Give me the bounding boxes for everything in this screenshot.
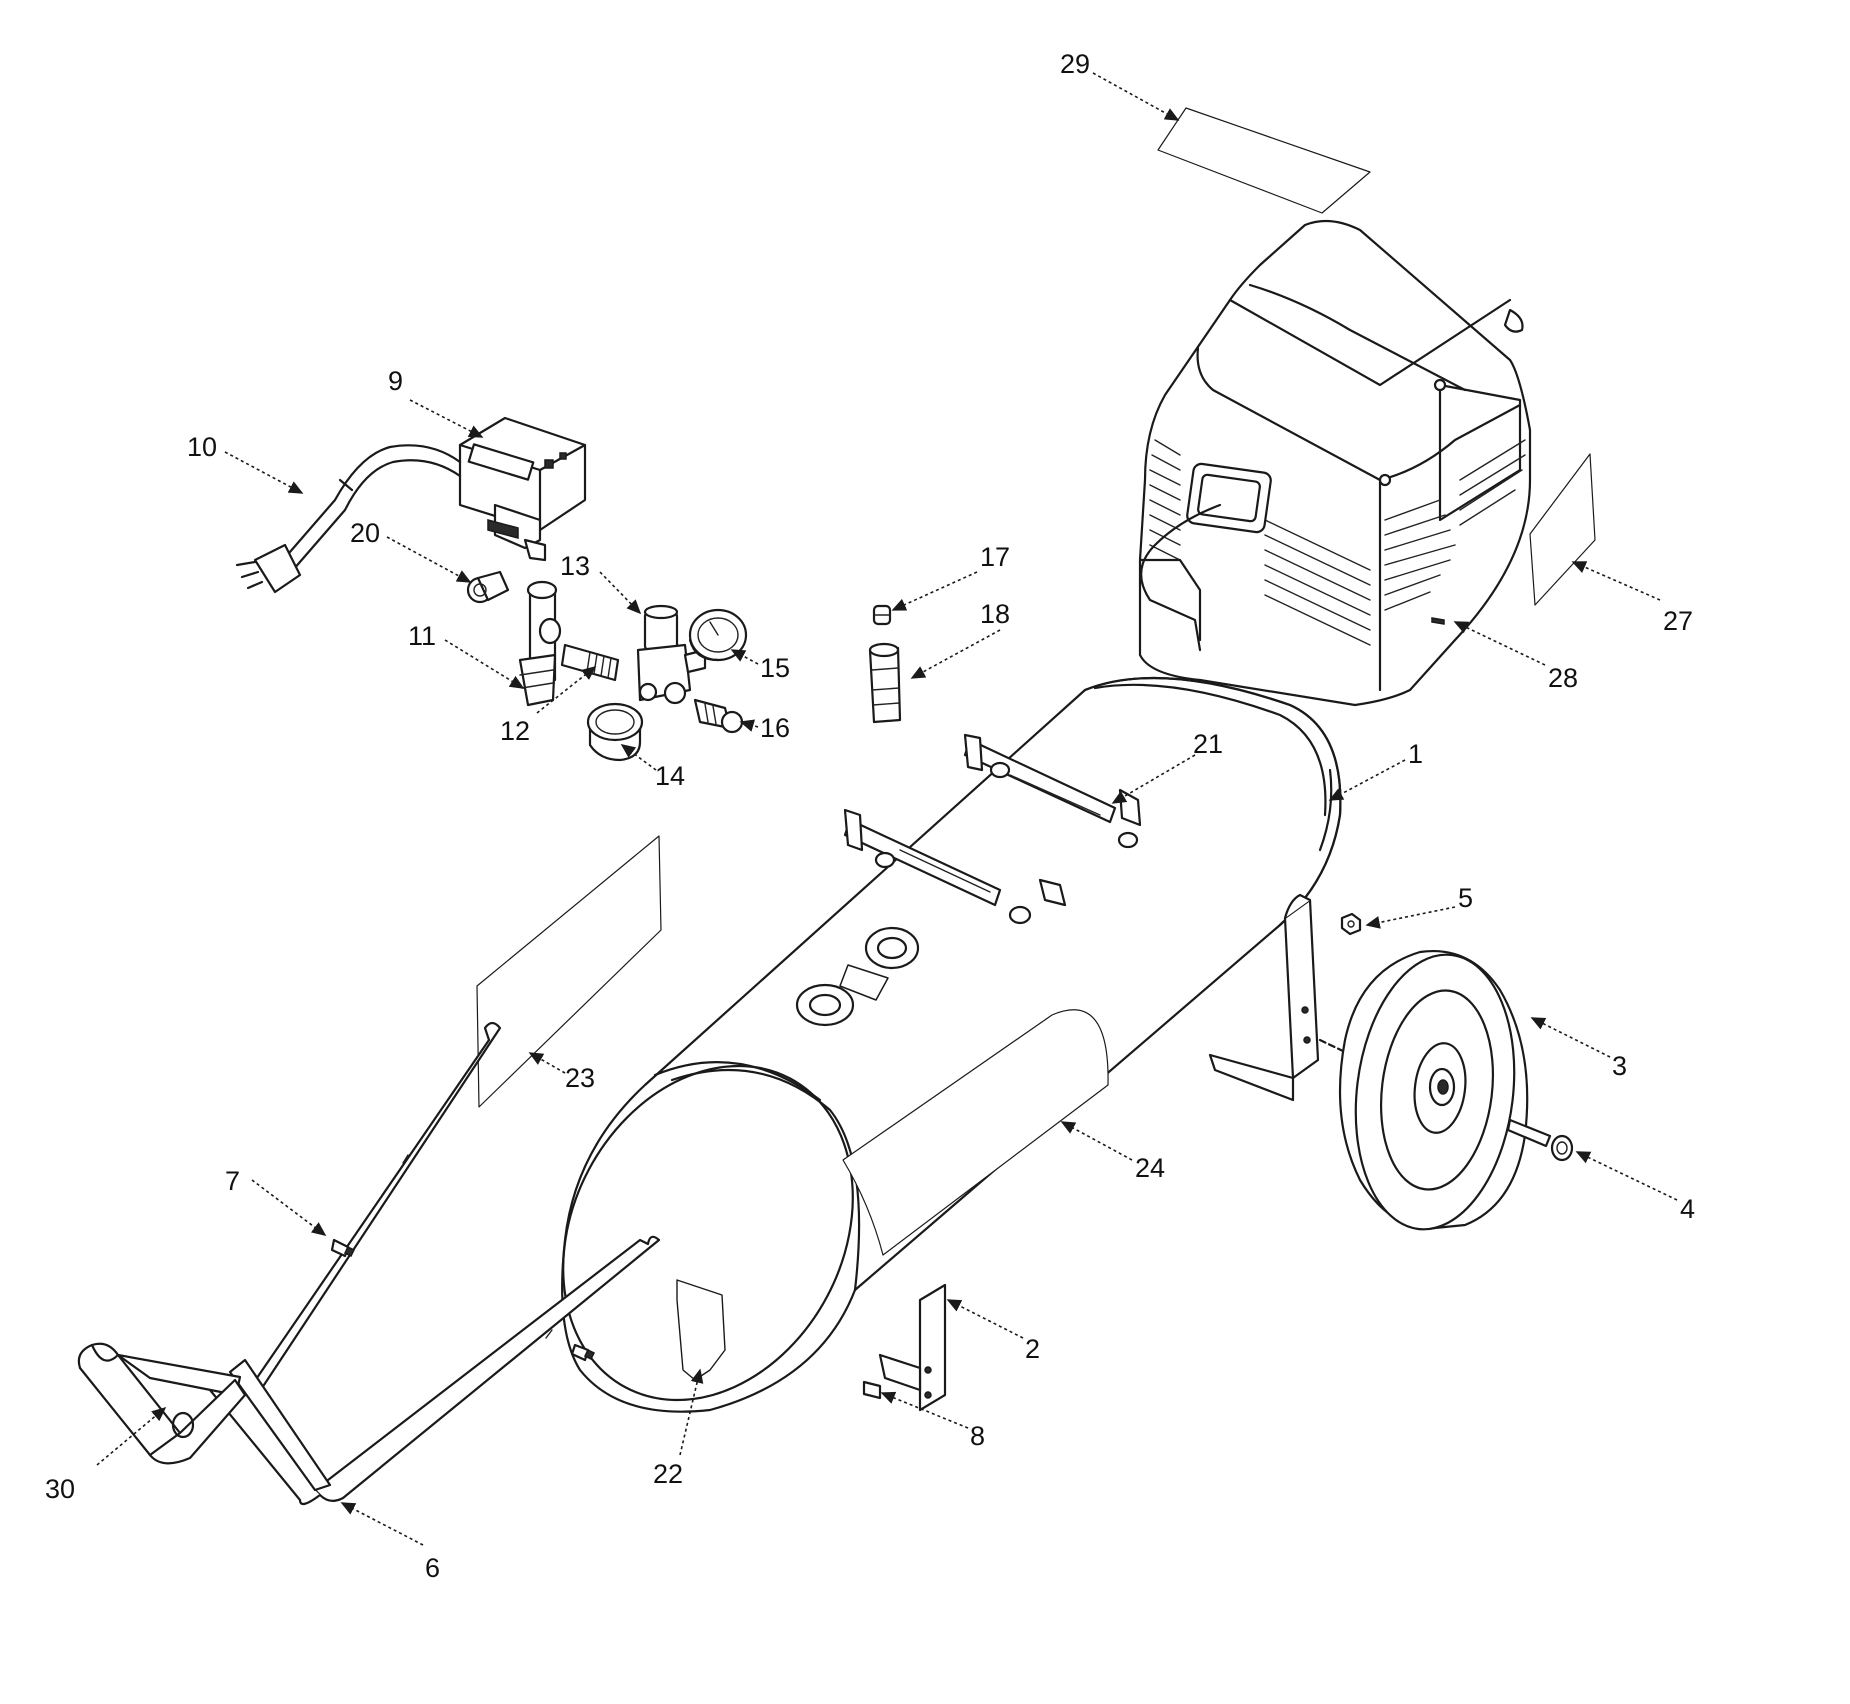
label-part-29: 29 — [1060, 49, 1090, 79]
manifold-part-11 — [518, 580, 562, 707]
leader-16 — [739, 719, 759, 732]
label-part-22: 22 — [653, 1459, 683, 1489]
label-part-5: 5 — [1458, 883, 1473, 913]
leader-6 — [340, 1502, 424, 1546]
label-part-20: 20 — [350, 518, 380, 548]
label-part-14: 14 — [655, 761, 685, 791]
leader-15 — [730, 649, 759, 665]
label-part-10: 10 — [187, 432, 217, 462]
leader-24 — [1060, 1121, 1133, 1161]
rear-axle-bracket — [1208, 893, 1347, 1102]
air-tank-part-1 — [561, 676, 1342, 1413]
label-part-6: 6 — [425, 1553, 440, 1583]
leader-1 — [1328, 759, 1406, 801]
leader-23 — [528, 1052, 566, 1074]
leader-10 — [224, 451, 304, 494]
decal-part-23 — [476, 835, 662, 1108]
leader-5 — [1365, 906, 1456, 929]
safety-valve-part-16 — [693, 698, 744, 734]
label-part-17: 17 — [980, 542, 1010, 572]
nut-part-5 — [1340, 912, 1362, 936]
leader-18 — [910, 629, 1001, 679]
leader-lines — [96, 72, 1678, 1546]
pump-brackets-part-21 — [843, 733, 1142, 925]
wheel-part-3 — [1338, 950, 1529, 1231]
decal-part-24 — [842, 1009, 1109, 1256]
leader-4 — [1575, 1151, 1678, 1201]
screw-part-28 — [1431, 617, 1445, 625]
label-part-27: 27 — [1663, 606, 1693, 636]
leader-11 — [444, 639, 525, 689]
coupler-part-18 — [868, 642, 902, 724]
axle-bolt-part-4 — [1506, 1118, 1574, 1162]
gauge-part-15 — [688, 608, 748, 662]
leader-29 — [1092, 72, 1180, 121]
part-number-labels: 29 9 10 20 11 12 13 14 15 16 17 18 21 1 … — [45, 49, 1695, 1583]
label-part-8: 8 — [970, 1421, 985, 1451]
rubber-foot-part-8 — [862, 1380, 882, 1400]
leader-20 — [386, 536, 472, 583]
screw-part-7 — [330, 1238, 356, 1258]
leader-12 — [536, 666, 597, 714]
leader-30 — [96, 1406, 167, 1466]
leader-21 — [1111, 754, 1196, 804]
label-part-2: 2 — [1025, 1334, 1040, 1364]
label-part-23: 23 — [565, 1063, 595, 1093]
label-part-21: 21 — [1193, 729, 1223, 759]
pressure-switch-assembly — [235, 416, 587, 594]
pump-shroud — [1138, 219, 1532, 707]
label-part-7: 7 — [225, 1166, 240, 1196]
leader-27 — [1571, 561, 1661, 601]
valve-part-20 — [466, 570, 510, 604]
label-part-13: 13 — [560, 551, 590, 581]
label-part-9: 9 — [388, 366, 403, 396]
gauge-part-14 — [586, 702, 644, 762]
label-part-3: 3 — [1612, 1051, 1627, 1081]
leader-22 — [679, 1368, 704, 1456]
plug-part-17 — [872, 604, 892, 626]
label-part-15: 15 — [760, 653, 790, 683]
leader-13 — [599, 571, 642, 615]
label-part-18: 18 — [980, 599, 1010, 629]
screw-part-7b — [570, 1343, 596, 1362]
label-part-11: 11 — [408, 621, 436, 651]
label-part-1: 1 — [1408, 739, 1423, 769]
leader-14 — [620, 744, 657, 771]
decal-part-29 — [1157, 107, 1371, 214]
decal-part-27 — [1529, 453, 1596, 606]
leader-3 — [1530, 1017, 1611, 1058]
front-leg-part-2 — [878, 1283, 947, 1412]
leader-17 — [891, 571, 978, 611]
grip-part-30 — [77, 1342, 247, 1465]
leader-7 — [251, 1179, 327, 1236]
nipple-part-12 — [560, 643, 620, 682]
handle-part-6 — [209, 1021, 661, 1506]
leader-9 — [409, 399, 484, 438]
label-part-24: 24 — [1135, 1153, 1165, 1183]
label-part-28: 28 — [1548, 663, 1578, 693]
label-part-30: 30 — [45, 1474, 75, 1504]
label-part-16: 16 — [760, 713, 790, 743]
leader-2 — [946, 1299, 1024, 1339]
label-part-12: 12 — [500, 716, 530, 746]
label-part-4: 4 — [1680, 1194, 1695, 1224]
leader-28 — [1453, 621, 1546, 666]
